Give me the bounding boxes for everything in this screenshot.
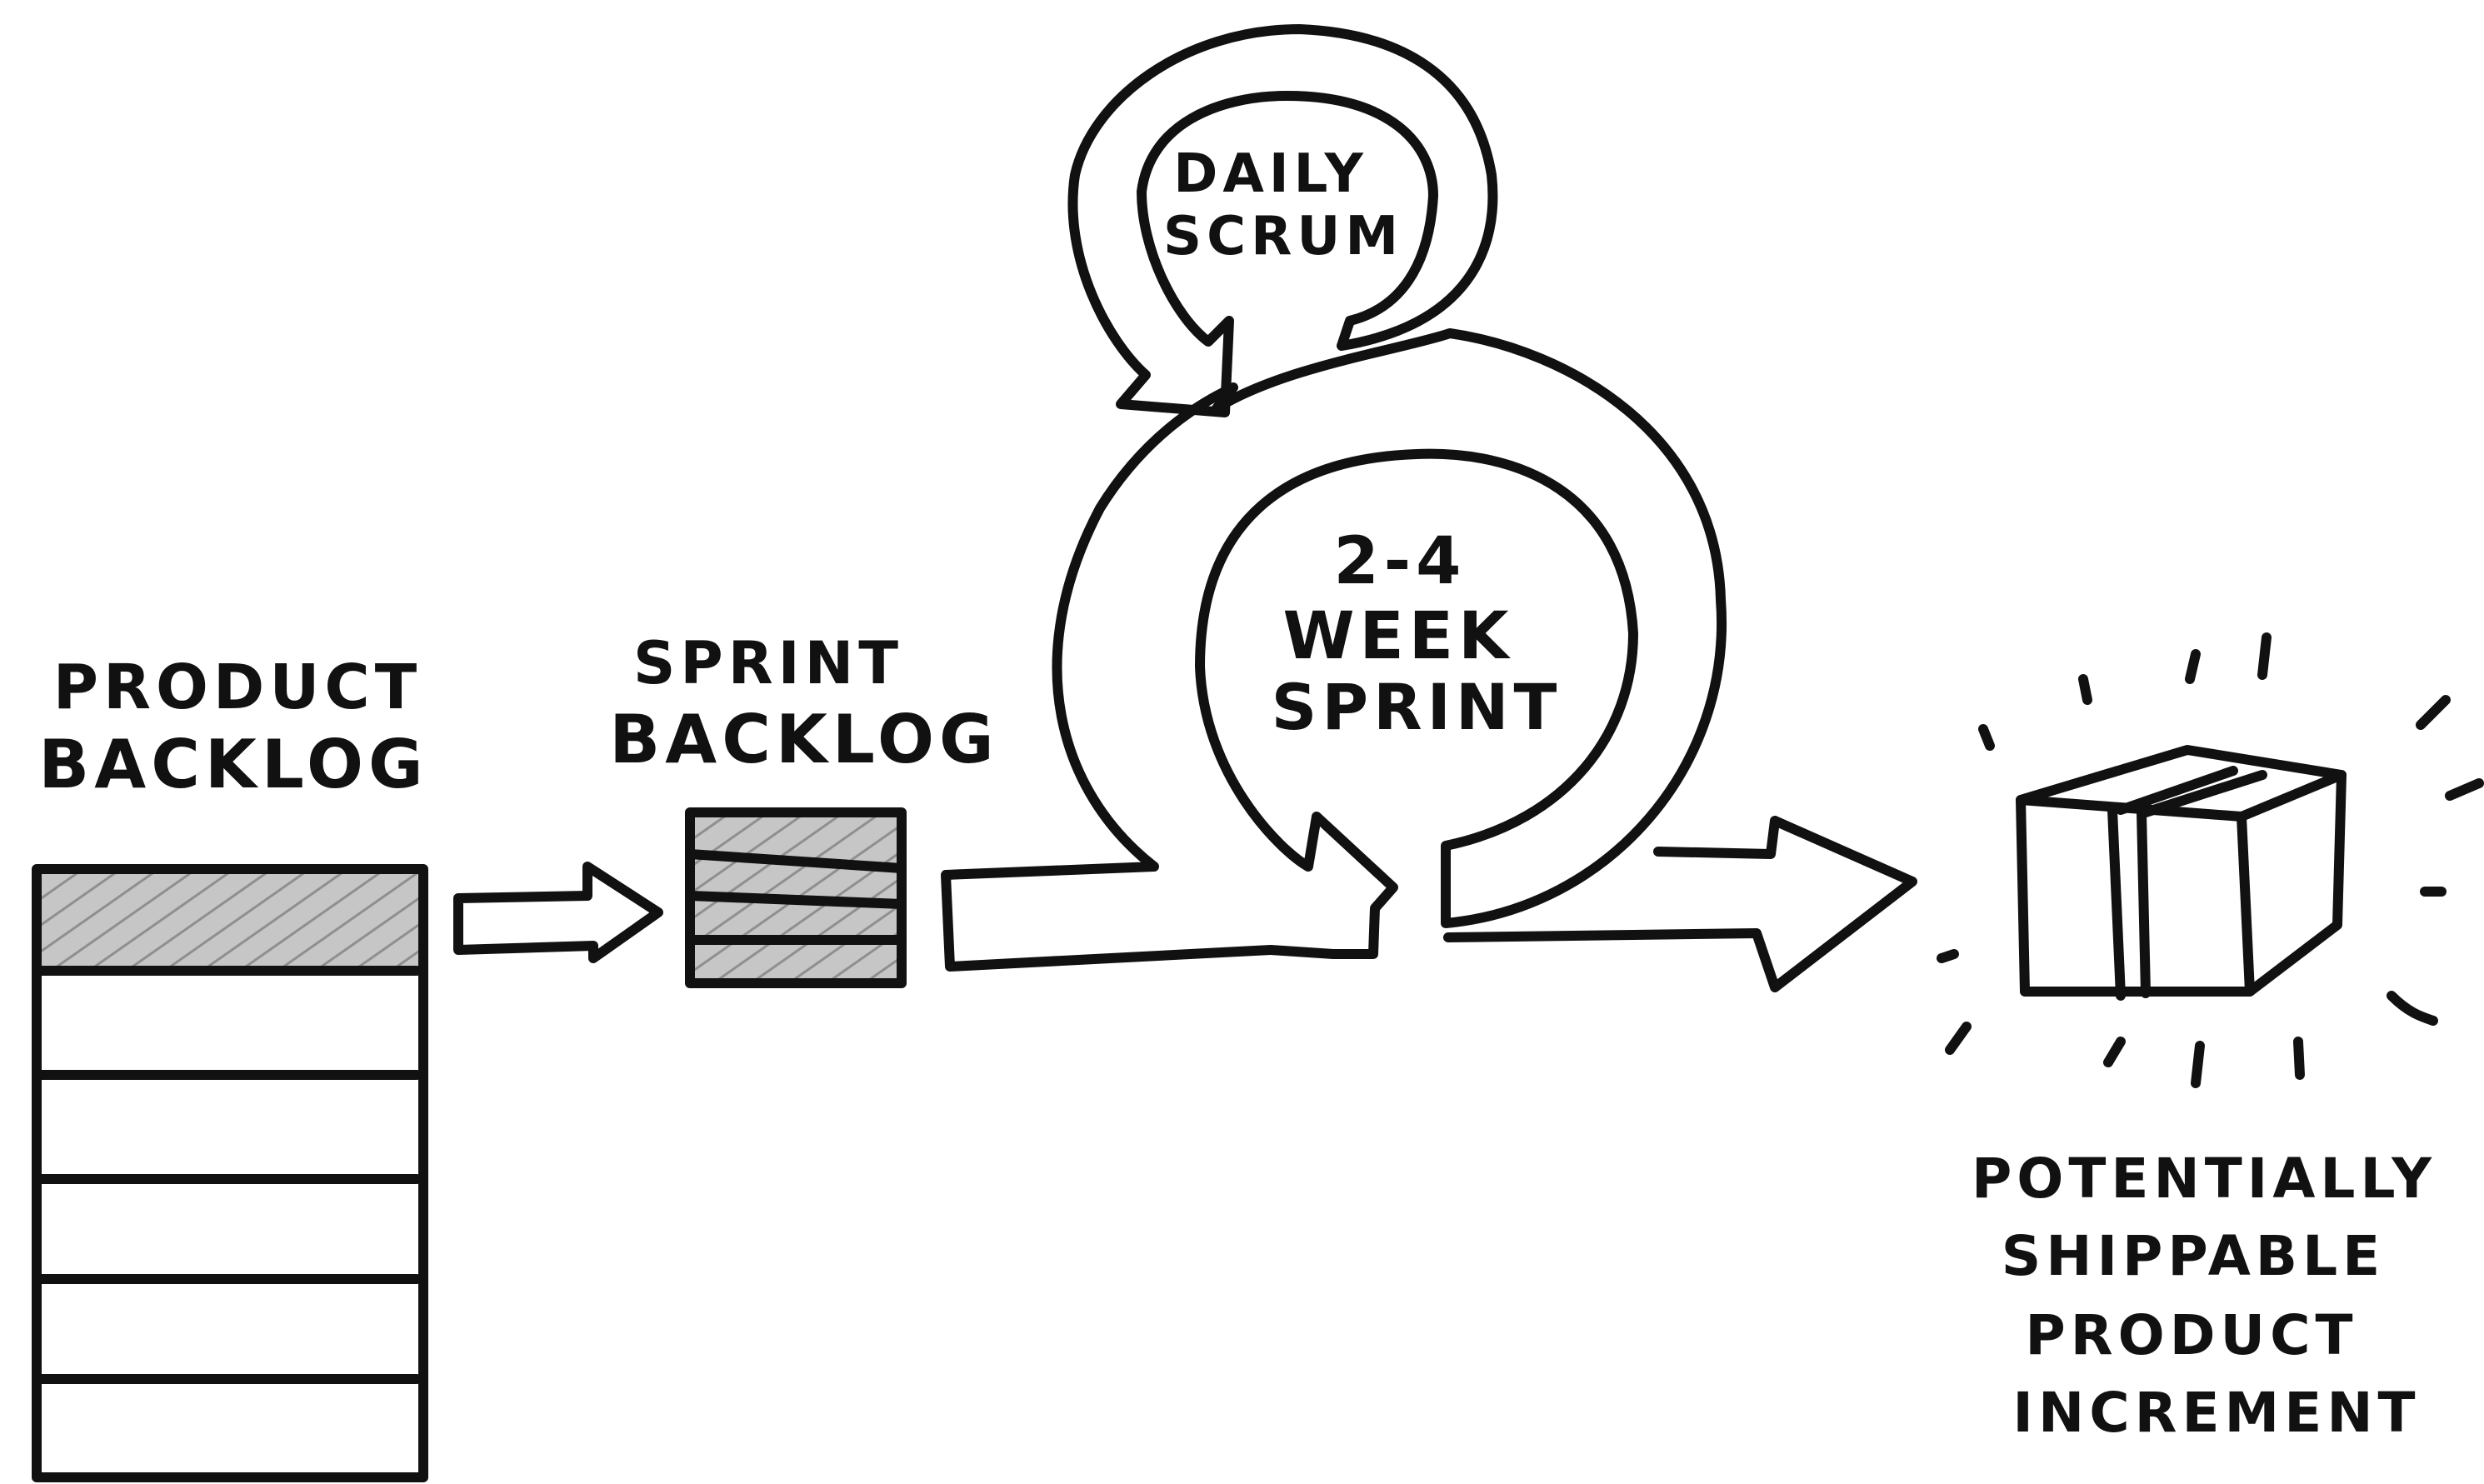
daily-scrum-label-line1: DAILY — [1173, 143, 1368, 205]
sprint-duration-label-line2: WEEK — [1282, 599, 1513, 674]
product-backlog-stack — [32, 864, 428, 1482]
daily-scrum-loop-arrow — [1067, 24, 1498, 417]
arrow-product-to-sprint-backlog — [453, 862, 663, 963]
sprint-cycle: 2-4 WEEK SPRINT — [941, 328, 1727, 972]
sprint-duration-label-line1: 2-4 — [1334, 524, 1467, 599]
increment-label-line4: INCREMENT — [2012, 1381, 2420, 1445]
product-backlog-top-item — [38, 871, 422, 967]
sprint-backlog: SPRINT BACKLOG — [609, 629, 998, 988]
increment-label-line3: PRODUCT — [2025, 1303, 2357, 1367]
increment-label-line1: POTENTIALLY — [1972, 1147, 2437, 1211]
sprint-backlog-label-line2: BACKLOG — [609, 701, 998, 778]
daily-scrum-label-line2: SCRUM — [1163, 206, 1403, 267]
product-backlog: PRODUCT BACKLOG — [32, 652, 428, 1482]
product-backlog-label-line2: BACKLOG — [38, 726, 427, 803]
arrow-sprint-to-increment — [1443, 816, 1917, 992]
product-backlog-dividers — [32, 966, 422, 1384]
shipping-box-icon — [2016, 745, 2347, 1001]
shine-rays — [1937, 632, 2484, 1088]
product-backlog-label-line1: PRODUCT — [53, 652, 422, 723]
increment-label-line2: SHIPPABLE — [2002, 1224, 2386, 1288]
product-increment: POTENTIALLY SHIPPABLE PRODUCT INCREMENT — [1937, 632, 2484, 1445]
sprint-backlog-label-line1: SPRINT — [633, 629, 903, 697]
daily-scrum-cycle: DAILY SCRUM — [1067, 24, 1498, 417]
sprint-duration-label-line3: SPRINT — [1272, 670, 1562, 744]
